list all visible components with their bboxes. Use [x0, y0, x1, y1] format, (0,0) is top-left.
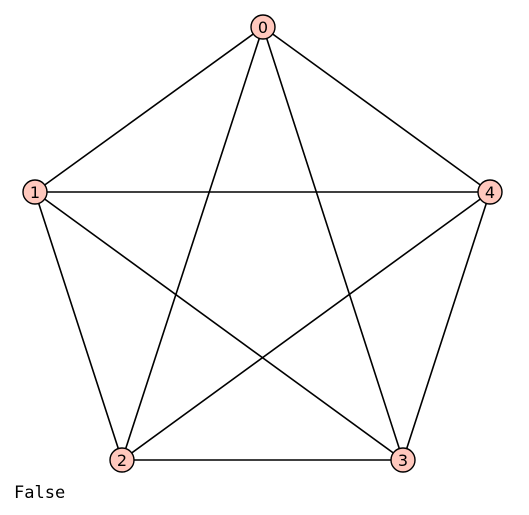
edge-0-3	[262, 26, 404, 461]
edge-0-2	[121, 26, 264, 461]
vertex-0: 0	[250, 14, 276, 40]
edge-1-3	[34, 191, 404, 461]
vertex-label-2: 2	[117, 451, 127, 470]
vertex-circle-0	[250, 14, 276, 40]
vertex-label-0: 0	[258, 18, 268, 37]
output-text: False	[14, 483, 66, 503]
vertex-circle-4	[477, 179, 503, 205]
vertex-1: 1	[22, 179, 48, 205]
vertex-3: 3	[390, 447, 416, 473]
edge-0-4	[262, 26, 491, 193]
edge-0-1	[34, 26, 264, 193]
vertex-layer: 0 1 2 3 4	[22, 14, 503, 473]
vertex-label-3: 3	[398, 451, 408, 470]
vertex-circle-2	[109, 447, 135, 473]
vertex-label-4: 4	[485, 183, 495, 202]
edge-1-2	[34, 191, 123, 461]
edge-3-4	[402, 191, 491, 461]
edge-layer	[34, 26, 491, 461]
vertex-circle-3	[390, 447, 416, 473]
vertex-circle-1	[22, 179, 48, 205]
edge-2-4	[121, 191, 491, 461]
vertex-label-1: 1	[30, 183, 40, 202]
vertex-2: 2	[109, 447, 135, 473]
vertex-4: 4	[477, 179, 503, 205]
